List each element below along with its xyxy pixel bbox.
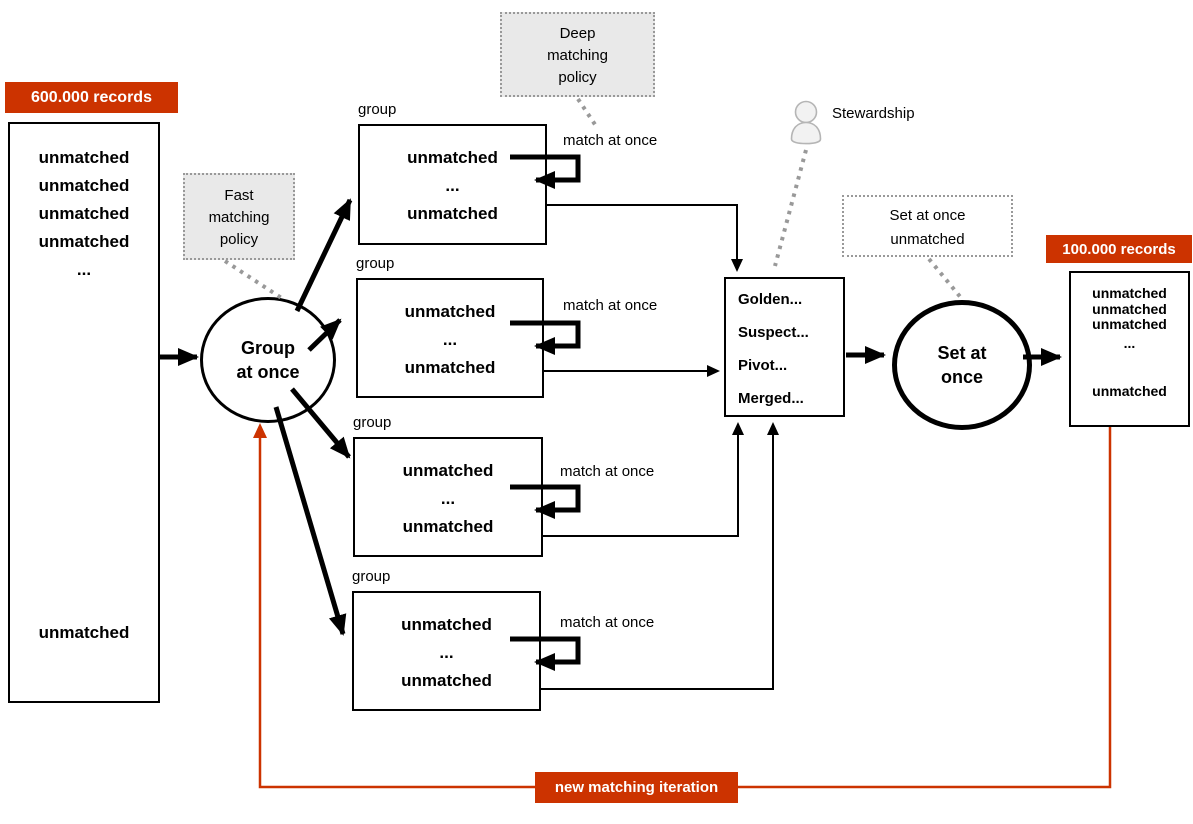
record-line: unmatched — [1092, 300, 1167, 317]
step-label-line: once — [940, 367, 983, 387]
group-label: group — [352, 568, 391, 585]
arrow-group3-to-central — [543, 422, 744, 537]
arrow-group-step-to-group4 — [273, 406, 347, 636]
match-at-once-label: match at once — [563, 132, 658, 149]
new-matching-iteration-badge: new matching iteration — [535, 772, 738, 803]
group-box: unmatched ... unmatched — [356, 278, 544, 398]
record-line: unmatched — [401, 671, 492, 690]
result-records-badge: 100.000 records — [1046, 235, 1192, 263]
step-label-line: Set at — [937, 343, 987, 363]
deep-matching-policy-note: Deep matching policy — [500, 12, 655, 97]
record-line: unmatched — [1092, 316, 1167, 332]
step-label-line: Group — [241, 338, 295, 358]
entity-line: Pivot... — [738, 357, 788, 374]
group-label: group — [353, 414, 392, 431]
record-line: unmatched — [1092, 285, 1167, 301]
step-label-line: at once — [236, 362, 300, 382]
record-line: unmatched — [38, 232, 130, 251]
entity-line: Suspect... — [738, 324, 809, 341]
connector-stewardship — [773, 149, 808, 267]
match-result-box: Golden... Suspect... Pivot... Merged... — [724, 277, 845, 417]
ellipsis: ... — [76, 260, 92, 279]
record-line: unmatched — [38, 623, 130, 642]
policy-line: policy — [558, 69, 597, 86]
record-line: unmatched — [38, 176, 130, 195]
arrow-group1-to-central — [547, 204, 743, 272]
group-at-once-step: Group at once — [200, 297, 336, 423]
policy-line: Deep — [559, 25, 596, 42]
match-at-once-label: match at once — [560, 614, 655, 631]
connector-set-at-once-unmatched — [927, 257, 964, 301]
entity-line: Golden... — [738, 291, 803, 308]
record-line: unmatched — [402, 517, 494, 536]
set-at-once-unmatched-note: Set at once unmatched — [842, 195, 1013, 257]
policy-line: unmatched — [890, 231, 965, 248]
entity-line: Merged... — [738, 390, 804, 407]
record-line: unmatched — [38, 204, 130, 223]
stewardship-person-icon — [790, 100, 822, 145]
group-label: group — [356, 255, 395, 272]
connector-deep-policy — [576, 97, 598, 128]
record-line: unmatched — [404, 358, 496, 377]
group-box: unmatched ... unmatched — [358, 124, 547, 245]
record-line: unmatched — [1092, 383, 1167, 399]
group-box: unmatched ... unmatched — [352, 591, 541, 711]
record-line: unmatched — [402, 461, 494, 480]
policy-line: policy — [219, 231, 259, 248]
ellipsis: ... — [442, 330, 458, 349]
match-at-once-label: match at once — [560, 463, 655, 480]
record-line: unmatched — [401, 615, 492, 634]
record-line: unmatched — [38, 148, 130, 167]
set-at-once-step: Set at once — [892, 300, 1032, 430]
group-label: group — [358, 101, 397, 118]
connector-fast-policy — [223, 259, 285, 301]
result-records-box: unmatched unmatched unmatched ... unmatc… — [1069, 271, 1190, 427]
stewardship-label: Stewardship — [832, 105, 915, 122]
policy-line: Set at once — [889, 207, 966, 224]
source-records-box: unmatched unmatched unmatched unmatched … — [8, 122, 160, 703]
source-records-badge: 600.000 records — [5, 82, 178, 113]
ellipsis: ... — [440, 489, 456, 508]
record-line: unmatched — [407, 204, 498, 223]
ellipsis: ... — [1123, 334, 1136, 351]
group-box: unmatched ... unmatched — [353, 437, 543, 557]
ellipsis: ... — [445, 176, 460, 195]
fast-matching-policy-note: Fast matching policy — [183, 173, 295, 260]
policy-line: matching — [547, 47, 608, 64]
ellipsis: ... — [439, 643, 454, 662]
arrow-group-step-to-group1 — [294, 198, 353, 313]
record-line: unmatched — [404, 302, 496, 321]
policy-line: matching — [208, 209, 270, 226]
match-at-once-label: match at once — [563, 297, 658, 314]
policy-line: Fast — [224, 187, 254, 204]
record-line: unmatched — [407, 148, 498, 167]
